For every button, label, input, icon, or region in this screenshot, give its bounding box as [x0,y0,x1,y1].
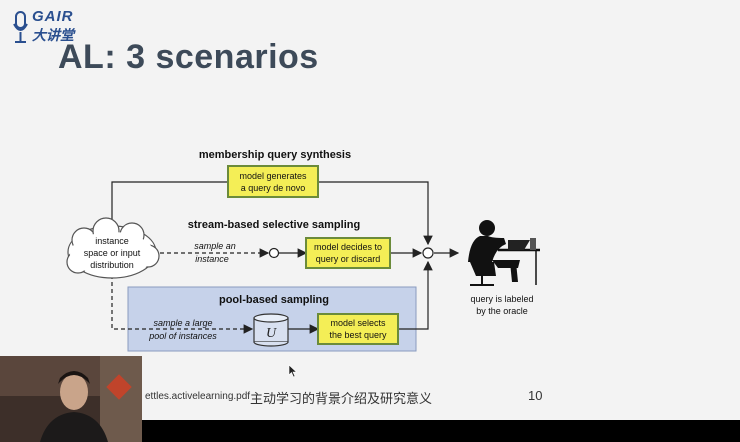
stream-title: stream-based selective sampling [188,219,360,231]
gair-logo: GAIR 大讲堂 [12,8,92,44]
microphone-icon [13,11,28,43]
cloud-line-2: space or input [84,248,141,258]
footer-talk-title: 主动学习的背景介绍及研究意义 [250,391,433,406]
oracle-label-2: by the oracle [476,306,528,316]
cloud-line-3: distribution [90,260,134,270]
slide: GAIR 大讲堂 AL: 3 scenarios [0,0,740,420]
cloud-line-1: instance [95,236,129,246]
stream-edge-label-2: instance [195,254,229,264]
pool-edge-label-1: sample a large [153,318,212,328]
slide-title: AL: 3 scenarios [58,38,319,76]
oracle-label-1: query is labeled [470,294,533,304]
merge-node [422,247,434,259]
pool-box-line-1: model selects [330,318,386,328]
pool-title: pool-based sampling [219,294,329,306]
mouse-cursor-icon [288,364,298,378]
oracle-person-icon [468,220,540,286]
stream-node [268,247,280,259]
pool-edge-dashed [111,275,254,334]
speaker-webcam-video [0,356,142,442]
stream-box-line-1: model decides to [314,242,382,252]
membership-box-line-2: a query de novo [241,183,306,193]
pool-symbol: U [266,326,277,341]
logo-subtitle: 大讲堂 [32,27,74,43]
webcam-frame [0,356,142,442]
stream-box-line-2: query or discard [316,254,381,264]
stream-edge-label-1: sample an [194,241,236,251]
pool-box-line-2: the best query [329,330,387,340]
footer-source-file: ettles.activelearning.pdf [145,391,251,402]
membership-model-box: model generates a query de novo [227,165,319,198]
pool-edge-out [398,260,433,330]
pool-model-box: model selects the best query [317,313,399,345]
logo-brand: GAIR [32,8,74,25]
membership-edge-in [111,181,228,232]
membership-title: membership query synthesis [199,149,351,161]
instance-cloud: instance space or input distribution [66,217,160,279]
membership-edge-out [318,181,433,246]
stream-model-box: model decides to query or discard [305,237,391,269]
footer-page-number: 10 [528,388,543,403]
membership-box-line-1: model generates [239,171,307,181]
active-learning-diagram: instance space or input distribution mem… [66,149,540,352]
pool-edge-label-2: pool of instances [148,331,217,341]
pool-database-icon: U [253,313,289,347]
